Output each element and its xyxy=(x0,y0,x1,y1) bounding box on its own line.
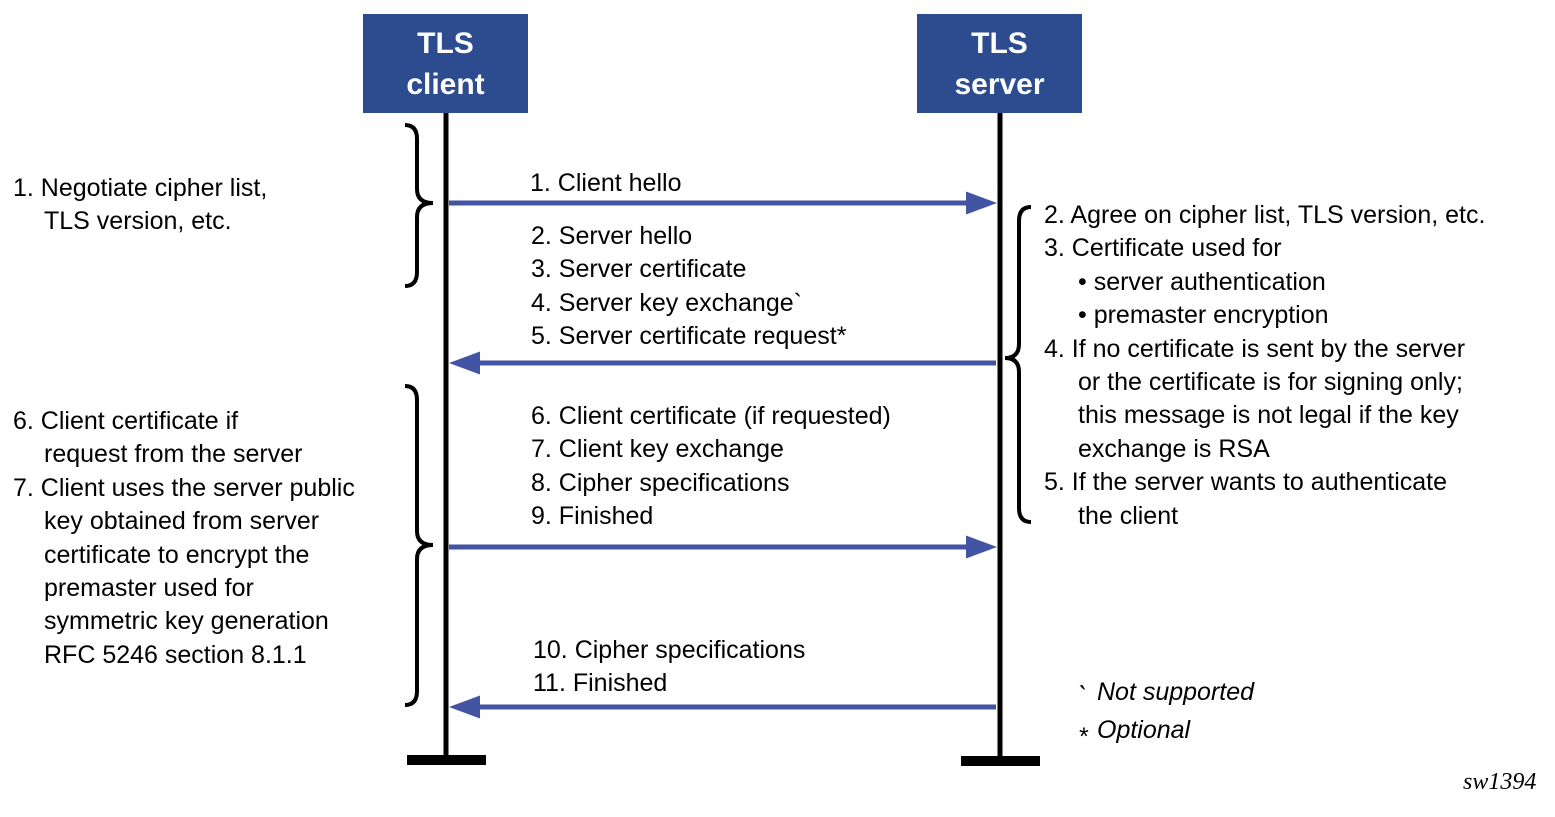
watermark: sw1394 xyxy=(1463,769,1537,795)
right-brace xyxy=(1004,205,1032,524)
right-note: 2. Agree on cipher list, TLS version, et… xyxy=(1044,199,1485,533)
message-label: 1. Client hello xyxy=(530,169,682,197)
note-line: 6. Client certificate if xyxy=(13,407,239,435)
participant-label-line: server xyxy=(954,67,1045,101)
legend-item-optional: * Optional xyxy=(1078,711,1254,751)
message-arrow-3-right xyxy=(449,535,997,559)
left-note-2: 6. Client certificate if request from th… xyxy=(13,405,355,672)
legend: ` Not supported * Optional xyxy=(1078,672,1255,751)
note-line: 1. Negotiate cipher list, xyxy=(13,174,268,202)
message-label: 2. Server hello xyxy=(531,222,693,250)
message-label: 3. Server certificate xyxy=(531,255,747,284)
message-label: 6. Client certificate (if requested) xyxy=(531,402,891,430)
left-brace-1 xyxy=(404,123,434,288)
arrow-head-icon xyxy=(966,191,997,215)
participant-box-tls-server: TLS server xyxy=(917,14,1082,113)
note-line: TLS version, etc. xyxy=(44,207,232,236)
left-brace-2 xyxy=(404,384,434,707)
message-arrow-4-left xyxy=(449,695,996,719)
note-line: certificate to encrypt the xyxy=(44,540,310,569)
note-line-bullet: • premaster encryption xyxy=(1078,301,1329,330)
message-label: 4. Server key exchange` xyxy=(531,288,802,317)
participant-label-line: TLS xyxy=(417,26,474,60)
note-line: the client xyxy=(1078,501,1179,530)
asterisk-symbol: * xyxy=(1078,723,1088,751)
participant-label-line: TLS xyxy=(971,26,1028,60)
arrow-head-icon xyxy=(449,695,480,719)
note-line: 4. If no certificate is sent by the serv… xyxy=(1044,334,1466,363)
note-line: 7. Client uses the server public xyxy=(13,473,355,502)
message-label: 5. Server certificate request* xyxy=(531,322,847,351)
note-line: request from the server xyxy=(44,440,303,469)
note-line: key obtained from server xyxy=(44,507,320,536)
note-line: 5. If the server wants to authenticate xyxy=(1044,468,1448,497)
note-line: 2. Agree on cipher list, TLS version, et… xyxy=(1044,201,1486,229)
legend-label: Not supported xyxy=(1097,678,1255,706)
note-line: 3. Certificate used for xyxy=(1044,234,1282,263)
participant-label-line: client xyxy=(406,67,485,101)
note-line-bullet: • server authentication xyxy=(1078,267,1326,296)
arrow-head-icon xyxy=(966,535,997,559)
note-line: RFC 5246 section 8.1.1 xyxy=(44,640,307,669)
legend-label: Optional xyxy=(1097,716,1191,744)
message-group-4: 10. Cipher specifications 11. Finished xyxy=(533,634,805,701)
note-line: exchange is RSA xyxy=(1078,434,1270,463)
note-line: this message is not legal if the key xyxy=(1078,401,1459,430)
message-arrow-1-right xyxy=(449,191,997,215)
arrow-head-icon xyxy=(449,351,480,375)
left-note-1: 1. Negotiate cipher list, TLS version, e… xyxy=(13,172,267,239)
message-group-3: 6. Client certificate (if requested) 7. … xyxy=(531,400,891,534)
grave-accent-symbol: ` xyxy=(1078,681,1088,712)
message-label: 7. Client key exchange xyxy=(531,435,784,464)
message-label: 10. Cipher specifications xyxy=(533,636,806,664)
message-group-2: 2. Server hello 3. Server certificate 4.… xyxy=(531,220,846,354)
message-label: 8. Cipher specifications xyxy=(531,468,790,497)
note-line: or the certificate is for signing only; xyxy=(1078,368,1463,397)
message-group-1: 1. Client hello xyxy=(530,167,681,200)
message-arrow-2-left xyxy=(449,351,996,375)
note-line: premaster used for xyxy=(44,574,254,603)
message-label: 11. Finished xyxy=(533,669,668,698)
note-line: symmetric key generation xyxy=(44,607,329,636)
legend-item-not-supported: ` Not supported xyxy=(1078,672,1255,712)
participant-box-tls-client: TLS client xyxy=(363,14,528,113)
message-label: 9. Finished xyxy=(531,502,654,531)
